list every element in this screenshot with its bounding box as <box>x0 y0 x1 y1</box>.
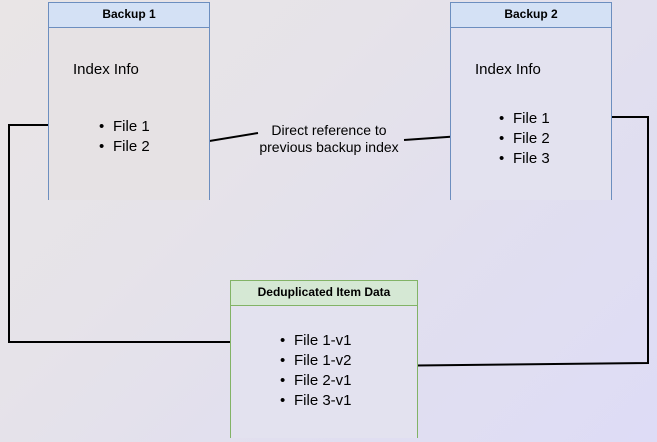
backup-1-index-label: Index Info <box>73 61 139 78</box>
backup-2-file-list: File 1 File 2 File 3 <box>499 109 550 169</box>
list-item: File 2 <box>499 129 550 149</box>
dedup-file-list: File 1-v1 File 1-v2 File 2-v1 File 3-v1 <box>280 331 352 411</box>
list-item: File 1-v2 <box>280 351 352 371</box>
list-item: File 1 <box>99 117 150 137</box>
node-backup-1[interactable]: Backup 1 Index Info File 1 File 2 <box>48 2 210 200</box>
list-item: File 1-v1 <box>280 331 352 351</box>
dedup-header: Deduplicated Item Data <box>231 281 417 306</box>
list-item: File 3-v1 <box>280 391 352 411</box>
edge-label-direct-reference: Direct reference to previous backup inde… <box>259 122 399 156</box>
backup-2-body: Index Info File 1 File 2 File 3 <box>451 28 611 200</box>
edge-label-line-1: Direct reference to <box>271 122 387 138</box>
list-item: File 1 <box>499 109 550 129</box>
list-item: File 3 <box>499 149 550 169</box>
node-deduplicated-item-data[interactable]: Deduplicated Item Data File 1-v1 File 1-… <box>230 280 418 438</box>
list-item: File 2 <box>99 137 150 157</box>
backup-1-file-list: File 1 File 2 <box>99 117 150 157</box>
backup-1-body: Index Info File 1 File 2 <box>49 28 209 200</box>
list-item: File 2-v1 <box>280 371 352 391</box>
node-backup-2[interactable]: Backup 2 Index Info File 1 File 2 File 3 <box>450 2 612 200</box>
backup-1-header: Backup 1 <box>49 3 209 28</box>
connector-backup2-to-dedup <box>373 116 649 373</box>
dedup-body: File 1-v1 File 1-v2 File 2-v1 File 3-v1 <box>231 306 417 438</box>
edge-label-line-2: previous backup index <box>259 139 399 155</box>
backup-2-header: Backup 2 <box>451 3 611 28</box>
backup-2-index-label: Index Info <box>475 61 541 78</box>
